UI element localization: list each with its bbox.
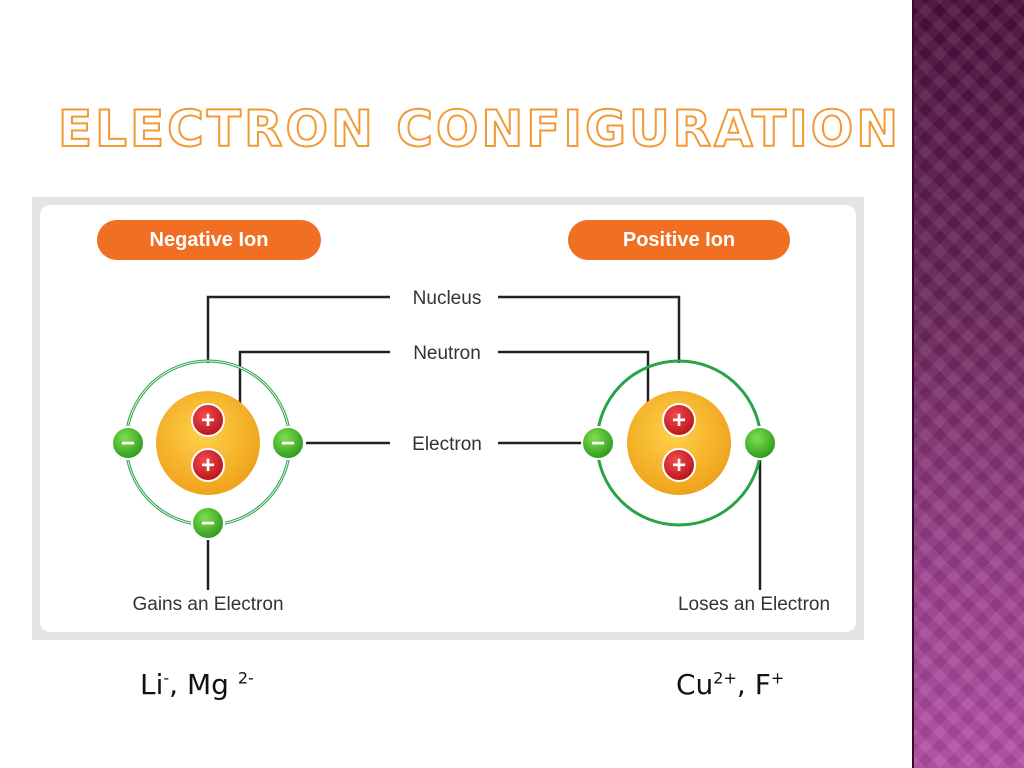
electron: − bbox=[581, 426, 615, 460]
svg-text:+: + bbox=[672, 407, 686, 434]
example-charge: - bbox=[163, 668, 170, 688]
positive-ion-label: Positive Ion bbox=[623, 229, 735, 251]
positive-ion-pill: Positive Ion bbox=[568, 220, 790, 260]
svg-text:+: + bbox=[672, 452, 686, 479]
slide-title: Electron Configuration bbox=[57, 99, 902, 159]
nucleus-label: Nucleus bbox=[413, 288, 482, 309]
negative-ion-nucleus bbox=[156, 391, 260, 495]
example-charge: 2- bbox=[237, 668, 254, 688]
decorative-sidebar bbox=[912, 0, 1024, 768]
sidebar-divider bbox=[912, 0, 914, 768]
electron: − bbox=[271, 426, 305, 460]
gained-electron: − bbox=[191, 506, 225, 540]
electron-label: Electron bbox=[412, 434, 482, 455]
example-separator: , bbox=[169, 668, 187, 701]
svg-text:−: − bbox=[281, 430, 295, 457]
example-element: Cu bbox=[676, 668, 714, 701]
lost-electron-position bbox=[743, 426, 777, 460]
positive-ion-nucleus bbox=[627, 391, 731, 495]
nucleus-connector-right bbox=[498, 295, 681, 363]
proton: + bbox=[191, 403, 225, 437]
example-element: Mg bbox=[186, 668, 238, 701]
svg-text:+: + bbox=[201, 407, 215, 434]
svg-text:−: − bbox=[121, 430, 135, 457]
loses-electron-label: Loses an Electron bbox=[678, 594, 830, 615]
proton: + bbox=[662, 403, 696, 437]
svg-text:+: + bbox=[201, 452, 215, 479]
positive-ion-examples: Cu2+, F+ bbox=[676, 668, 784, 701]
example-separator: , bbox=[736, 668, 755, 701]
neutron-connector-left bbox=[238, 350, 390, 420]
neutron-connector-right bbox=[498, 350, 650, 415]
negative-ion-examples: Li-, Mg 2- bbox=[140, 668, 254, 701]
negative-ion-pill: Negative Ion bbox=[97, 220, 321, 260]
example-element: F bbox=[754, 668, 771, 701]
example-charge: 2+ bbox=[713, 668, 737, 688]
proton: + bbox=[662, 448, 696, 482]
negative-ion-atom: + + − − − bbox=[111, 359, 305, 540]
gains-electron-label: Gains an Electron bbox=[132, 594, 283, 615]
svg-text:−: − bbox=[591, 430, 605, 457]
negative-ion-label: Negative Ion bbox=[150, 229, 269, 251]
svg-text:−: − bbox=[201, 510, 215, 537]
positive-ion-atom: + + − bbox=[581, 359, 777, 527]
proton: + bbox=[191, 448, 225, 482]
neutron-label: Neutron bbox=[413, 343, 481, 364]
example-element: Li bbox=[140, 668, 164, 701]
nucleus-connector-left bbox=[206, 295, 390, 363]
electron: − bbox=[111, 426, 145, 460]
example-charge: + bbox=[770, 668, 785, 688]
